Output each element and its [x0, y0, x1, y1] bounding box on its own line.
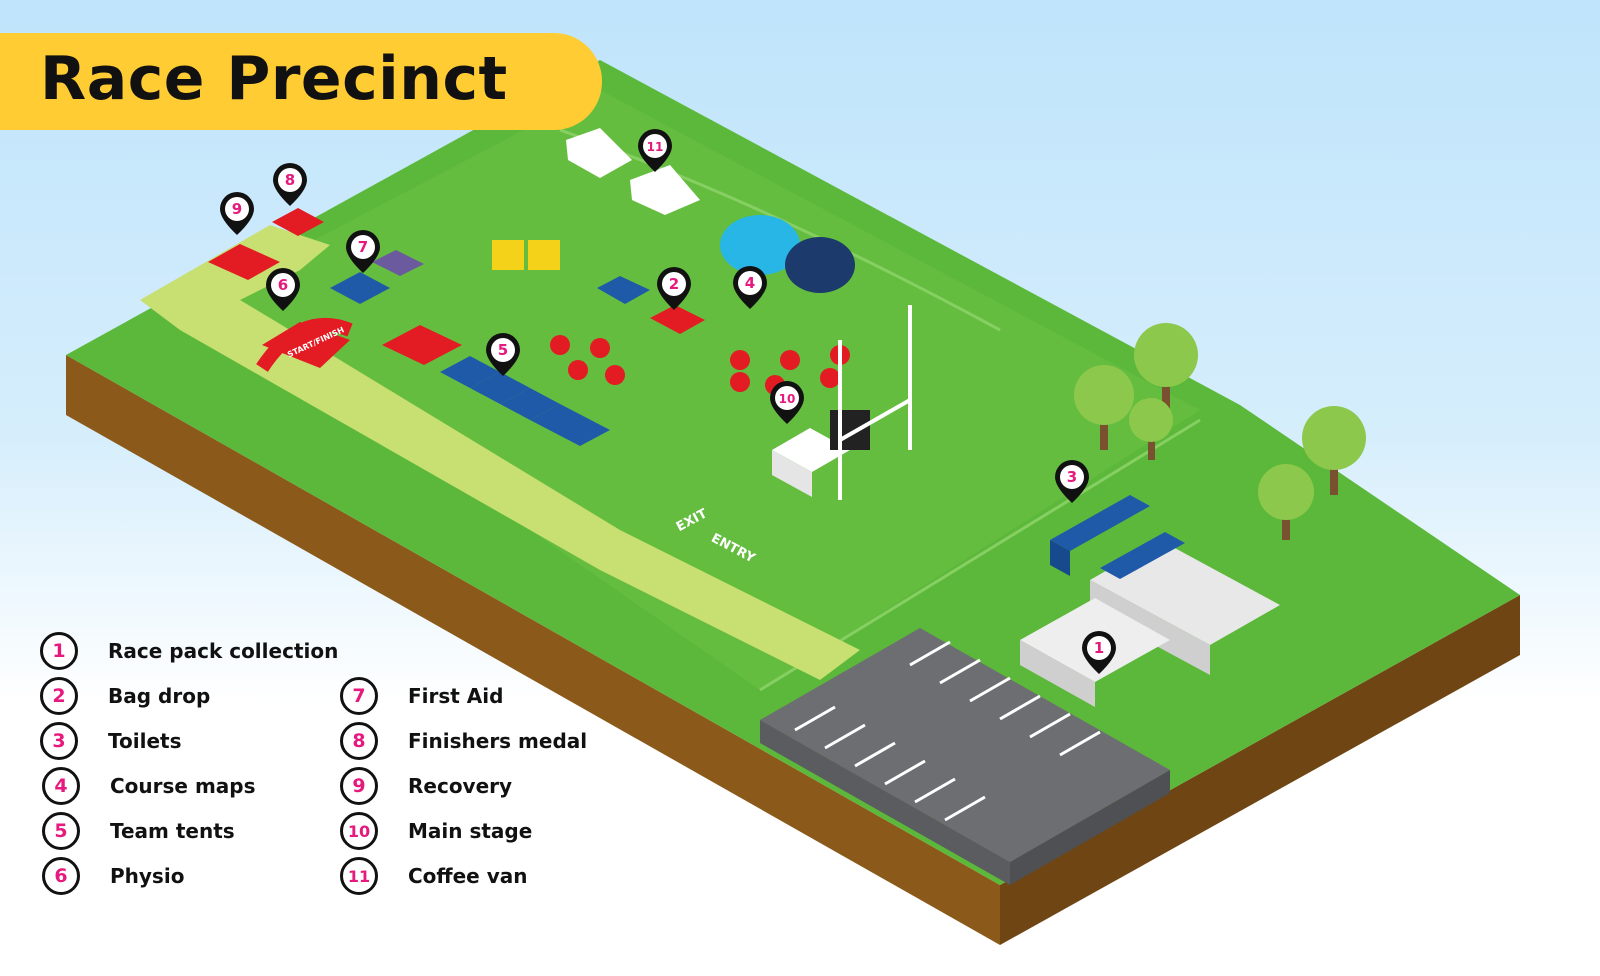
pin-number: 8: [285, 171, 295, 189]
pin-number: 11: [647, 140, 664, 154]
map-pin-icon: 8: [273, 163, 307, 206]
legend-item: 3 Toilets: [40, 721, 181, 761]
legend-label: Toilets: [108, 729, 182, 753]
car-park-edge: [1010, 770, 1170, 885]
map-pin-icon: 1: [1082, 630, 1116, 674]
legend-item: 2 Bag drop: [40, 676, 210, 716]
legend-number-badge: 7: [340, 677, 378, 715]
legend-label: Coffee van: [408, 864, 528, 888]
legend-item: 7 First Aid: [340, 676, 503, 716]
legend-item: 1 Race pack collection: [40, 631, 338, 671]
legend-number-badge: 5: [42, 812, 80, 850]
legend-number-badge: 10: [340, 812, 378, 850]
blue-tents: [330, 272, 650, 446]
legend-item: 10 Main stage: [340, 811, 532, 851]
legend-number-badge: 9: [340, 767, 378, 805]
legend-label: Finishers medal: [408, 729, 588, 753]
legend-number-badge: 2: [40, 677, 78, 715]
car-park-edge: [760, 720, 1010, 885]
legend-item: 5 Team tents: [42, 811, 235, 851]
map-pin-icon: 10: [770, 381, 804, 424]
map-pin-icon: 6: [266, 268, 300, 311]
legend-label: Bag drop: [108, 684, 211, 708]
legend-item: 8 Finishers medal: [340, 721, 587, 761]
car-park: [760, 628, 1170, 862]
sports-field: [200, 90, 1200, 690]
map-pin-icon: 7: [346, 230, 380, 273]
map-pins: 1 2 3 4 5 6 7 8 9 10 11: [220, 129, 1116, 674]
pin-number: 6: [278, 276, 288, 294]
legend-label: First Aid: [408, 684, 504, 708]
map-pin-icon: 5: [486, 333, 520, 376]
legend-item: 6 Physio: [42, 856, 184, 896]
pin-number: 1: [1094, 639, 1104, 657]
legend-label: Recovery: [408, 774, 513, 798]
pin-number: 5: [498, 341, 508, 359]
title-banner: [0, 33, 602, 130]
red-umbrellas: [550, 335, 850, 395]
pin-number: 3: [1067, 468, 1077, 486]
main-stage: [772, 410, 870, 497]
trees: [1074, 323, 1366, 540]
map-pin-icon: 2: [657, 267, 691, 310]
map-pin-icon: 11: [638, 129, 672, 172]
legend-number-badge: 3: [40, 722, 78, 760]
legend-item: 11 Coffee van: [340, 856, 527, 896]
purple-tent: [372, 250, 424, 276]
vans: [566, 128, 700, 215]
legend-label: Course maps: [110, 774, 256, 798]
soil-left-side: [66, 355, 1000, 945]
soil-right-side: [1000, 595, 1520, 945]
legend-number-badge: 1: [40, 632, 78, 670]
legend-label: Physio: [110, 864, 185, 888]
legend-number-badge: 6: [42, 857, 80, 895]
goal-posts: [838, 305, 912, 500]
pin-number: 9: [232, 200, 242, 218]
legend-number-badge: 8: [340, 722, 378, 760]
blue-dome: [720, 215, 855, 293]
pin-number: 7: [358, 238, 368, 256]
legend-label: Team tents: [110, 819, 235, 843]
legend-label: Race pack collection: [108, 639, 339, 663]
map-pin-icon: 9: [220, 192, 254, 235]
map-pin-icon: 3: [1055, 460, 1089, 503]
legend-number-badge: 11: [340, 857, 378, 895]
toilet-block: [1050, 495, 1185, 579]
legend-item: 9 Recovery: [340, 766, 512, 806]
legend-number-badge: 4: [42, 767, 80, 805]
pin-number: 4: [745, 274, 755, 292]
parking-lines: [794, 640, 1101, 822]
race-path: [140, 225, 860, 680]
legend-label: Main stage: [408, 819, 533, 843]
map-pin-icon: 4: [733, 266, 767, 309]
start-finish-arch: [256, 317, 353, 372]
page-title: Race Precinct: [40, 44, 508, 114]
yellow-tents: [492, 240, 560, 270]
legend-item: 4 Course maps: [42, 766, 256, 806]
pin-number: 2: [669, 275, 679, 293]
pin-number: 10: [779, 392, 796, 406]
